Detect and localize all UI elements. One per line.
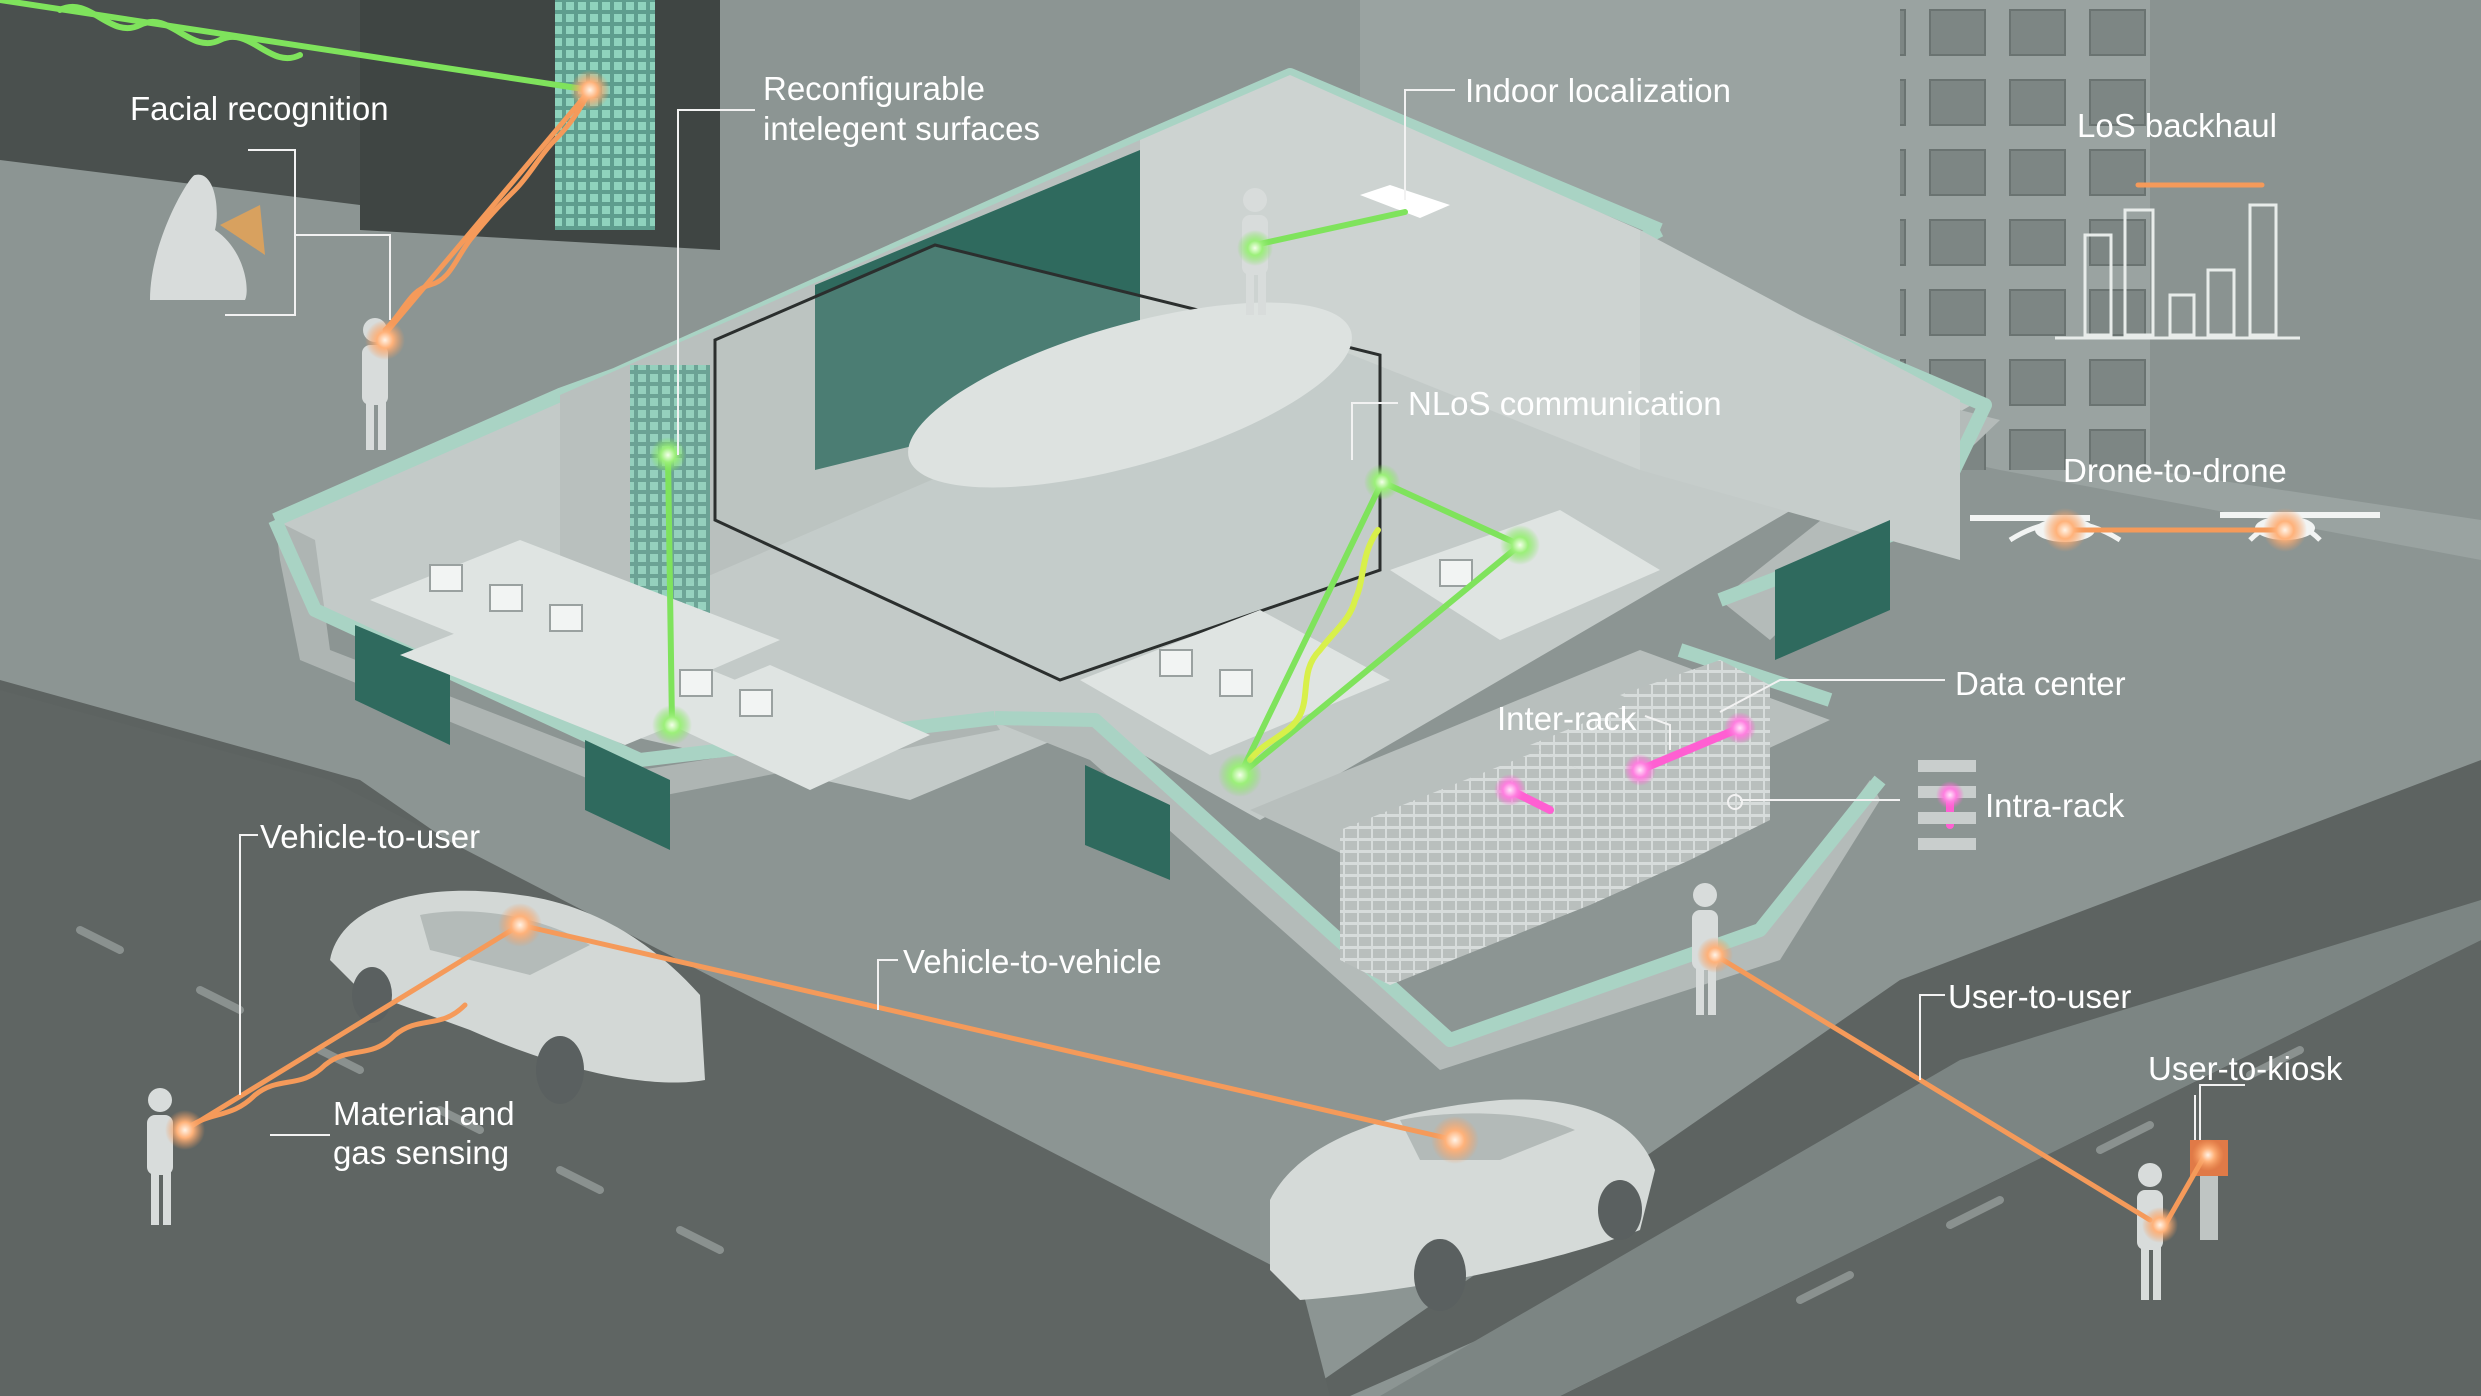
links-green: [0, 0, 1523, 778]
label-user-to-kiosk: User-to-kiosk: [2148, 1050, 2343, 1087]
labels: Facial recognition Reconfigurable intele…: [130, 70, 2343, 1171]
label-ris-line2: intelegent surfaces: [763, 110, 1040, 147]
label-vehicle-to-vehicle: Vehicle-to-vehicle: [903, 943, 1162, 980]
label-vehicle-to-user: Vehicle-to-user: [260, 818, 480, 855]
label-drone-to-drone: Drone-to-drone: [2063, 452, 2287, 489]
left-building-face: [360, 0, 720, 250]
label-material-line1: Material and: [333, 1095, 515, 1132]
label-inter-rack: Inter-rack: [1497, 700, 1637, 737]
lane-markings: [76, 926, 2304, 1304]
node-glows: [165, 70, 2307, 1243]
intra-rack-icon: [1918, 760, 1976, 850]
back-wall-right: [1140, 75, 1640, 470]
localization-anchor: [1360, 185, 1450, 218]
label-los-backhaul: LoS backhaul: [2077, 107, 2277, 144]
label-indoor-localization: Indoor localization: [1465, 72, 1731, 109]
right-building-dark: [2150, 0, 2481, 520]
conference-table: [908, 302, 1352, 488]
label-facial-recognition: Facial recognition: [130, 90, 389, 127]
links-orange: [182, 87, 2288, 1228]
label-ris-line1: Reconfigurable: [763, 70, 985, 107]
car-audi: [330, 890, 705, 1104]
label-nlos-communication: NLoS communication: [1408, 385, 1722, 422]
monitors: [429, 559, 1473, 717]
server-racks: [1340, 660, 1770, 985]
sidewalk: [1380, 900, 2481, 1396]
label-intra-rack: Intra-rack: [1985, 787, 2125, 824]
face-scan-beam: [220, 205, 265, 255]
right-inner-wall: [1640, 230, 1960, 560]
label-data-center: Data center: [1955, 665, 2126, 702]
leader-lines: [225, 89, 2245, 1140]
label-user-to-user: User-to-user: [1948, 978, 2131, 1015]
skyline-icon: [2055, 203, 2300, 340]
label-material-line2: gas sensing: [333, 1134, 509, 1171]
outer-wall-front: [990, 720, 1880, 1070]
